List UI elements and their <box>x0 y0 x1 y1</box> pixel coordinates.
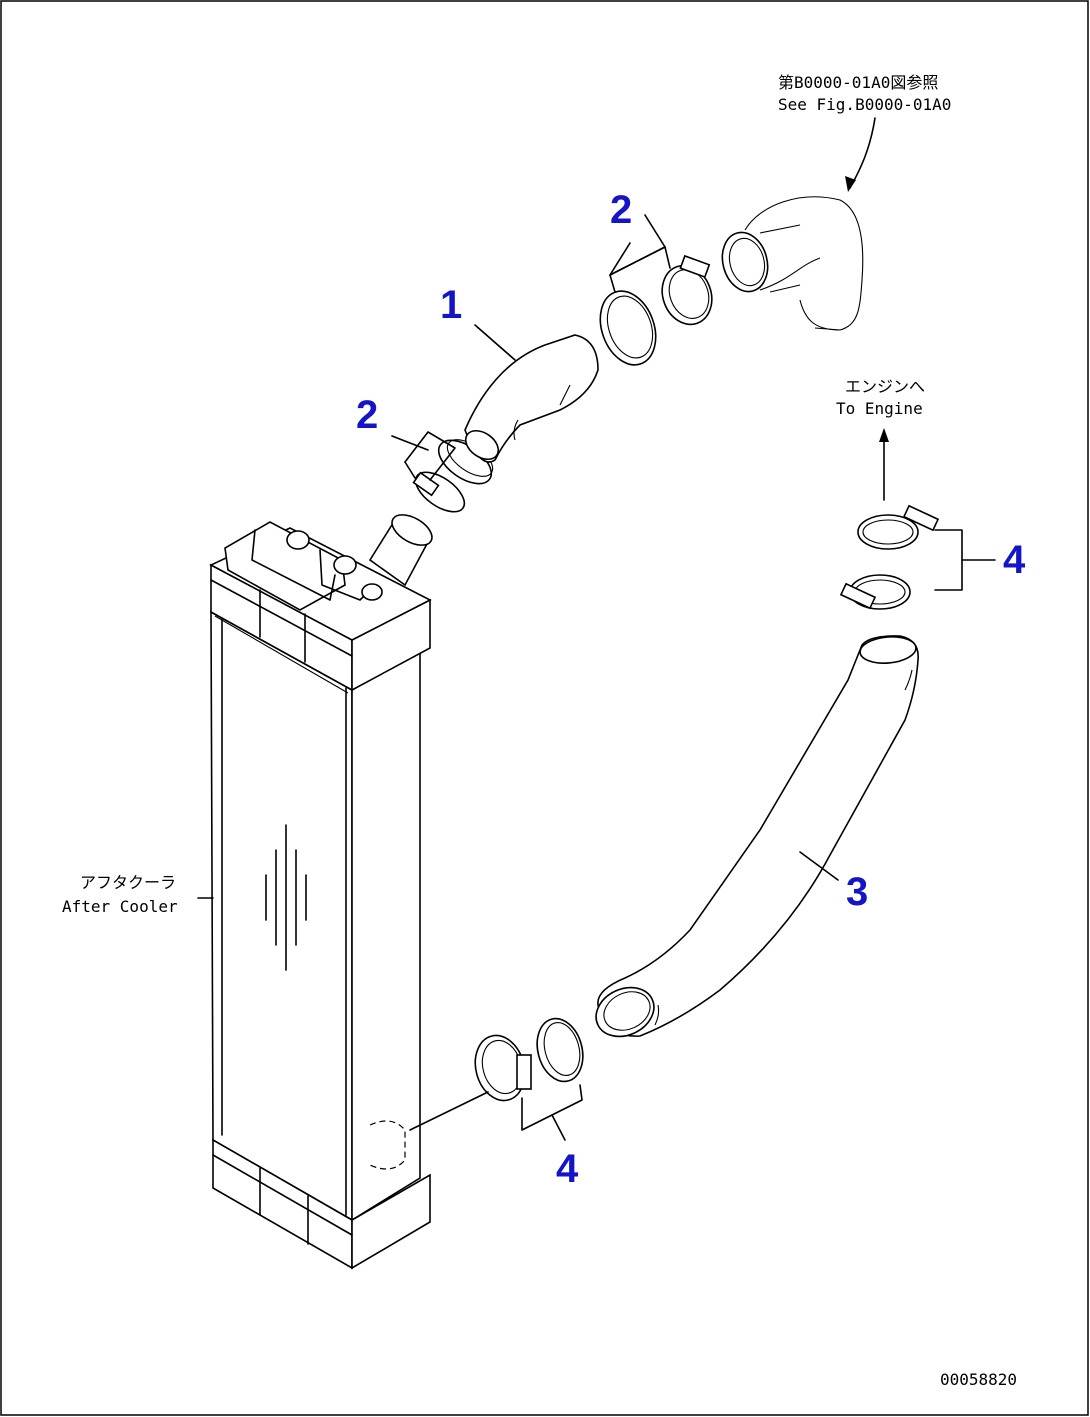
clamp-pair-engine <box>839 504 940 610</box>
hose-3-drawing <box>595 635 919 1038</box>
clamp-pair-upper-right <box>599 254 713 366</box>
callout-1[interactable]: 1 <box>440 283 462 327</box>
callout-3[interactable]: 3 <box>846 870 868 914</box>
aftercooler-note-ja: アフタクーラ <box>80 873 176 892</box>
callout-2-upper[interactable]: 2 <box>610 188 632 232</box>
hose-1-drawing <box>464 334 599 463</box>
elbow-pipe-drawing <box>721 196 864 331</box>
clamp-pair-lower-left <box>412 439 494 513</box>
drawing-number: 00058820 <box>940 1370 1017 1389</box>
callout-2-lower[interactable]: 2 <box>356 393 378 437</box>
leader-lines <box>197 117 996 1141</box>
to-engine-note-ja: エンジンへ <box>845 377 925 396</box>
to-engine-note-en: To Engine <box>836 399 923 418</box>
callout-4-upper[interactable]: 4 <box>1003 538 1026 582</box>
aftercooler-drawing <box>209 514 433 1270</box>
clamp-pair-bottom <box>474 1017 584 1102</box>
see-fig-note-en: See Fig.B0000-01A0 <box>778 95 951 114</box>
see-fig-note-ja: 第B0000-01A0図参照 <box>778 73 938 92</box>
callout-4-lower[interactable]: 4 <box>556 1147 579 1191</box>
aftercooler-note-en: After Cooler <box>62 897 178 916</box>
